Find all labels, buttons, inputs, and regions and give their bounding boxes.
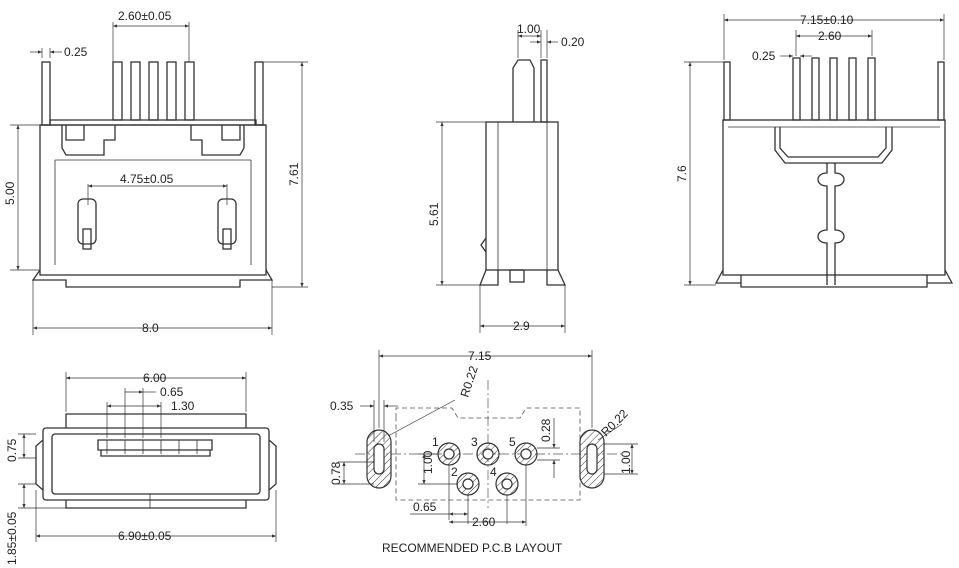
- rear-dim-pin: 0.25: [752, 49, 776, 63]
- side-dim-top: 1.00: [517, 22, 541, 36]
- bottom-contacts: [100, 440, 211, 457]
- pcb-dim-radius-left: R0.22: [458, 364, 481, 399]
- pcb-dim-pad: 0.28: [539, 418, 553, 442]
- pcb-pin-4: 4: [490, 465, 497, 479]
- pcb-dim-pitch: 2.60: [472, 515, 496, 529]
- rear-pins: [792, 57, 876, 121]
- pcb-dim-row-right: 1.00: [619, 450, 633, 474]
- pcb-pin-3: 3: [471, 435, 478, 449]
- pcb-dim-slot-h: 0.78: [329, 461, 343, 485]
- bottom-dim-h2: 1.85±0.05: [5, 511, 19, 565]
- pcb-dim-slot: 0.35: [330, 399, 354, 413]
- side-dim-width: 2.9: [513, 319, 530, 333]
- bottom-dim-h1: 0.75: [5, 438, 19, 462]
- pcb-pin-5: 5: [509, 435, 516, 449]
- front-dim-inner: 4.75±0.05: [120, 172, 174, 186]
- bottom-dim-pitch: 1.30: [171, 399, 195, 413]
- bottom-dim-width: 6.90±0.05: [118, 529, 172, 543]
- rear-dim-overall: 7.15±0.10: [800, 13, 854, 27]
- pcb-dim-row: 1.00: [421, 450, 435, 474]
- front-view: 2.60±0.05 0.25 4.75±0.05 5.00 7.61 8.0: [3, 9, 308, 335]
- pcb-dim-radius-right: R0.22: [598, 406, 631, 439]
- front-dim-top: 2.60±0.05: [118, 9, 172, 23]
- front-dim-width: 8.0: [142, 321, 159, 335]
- bottom-view: 6.00 0.65 1.30 0.75 1.85±0.05 6.90±0.05: [5, 371, 277, 565]
- rear-dim-pitch: 2.60: [818, 29, 842, 43]
- side-view: 1.00 0.20 5.61 2.9: [427, 22, 585, 333]
- side-dim-height: 5.61: [427, 202, 441, 226]
- rear-dim-height: 7.6: [675, 165, 689, 182]
- pcb-pin-1: 1: [432, 435, 439, 449]
- pcb-dim-overall: 7.15: [468, 349, 492, 363]
- bottom-dim-pin: 0.65: [160, 385, 184, 399]
- pcb-pin-2: 2: [451, 465, 458, 479]
- pcb-dim-offset: 0.65: [413, 500, 437, 514]
- front-dim-pin: 0.25: [64, 45, 88, 59]
- front-dim-height: 5.00: [3, 181, 17, 205]
- rear-view: 7.15±0.10 2.60 0.25 7.6: [675, 13, 954, 288]
- front-pins: [112, 61, 195, 121]
- bottom-dim-outer: 6.00: [143, 371, 167, 385]
- pcb-pads: [437, 442, 538, 496]
- pcb-layout: 1 3 5 2 4 7.15 0.35 R0.22 R0.22 0.28 0.7…: [329, 349, 638, 555]
- pcb-title: RECOMMENDED P.C.B LAYOUT: [382, 541, 563, 555]
- side-dim-pin: 0.20: [561, 35, 585, 49]
- front-dim-overall: 7.61: [287, 162, 301, 186]
